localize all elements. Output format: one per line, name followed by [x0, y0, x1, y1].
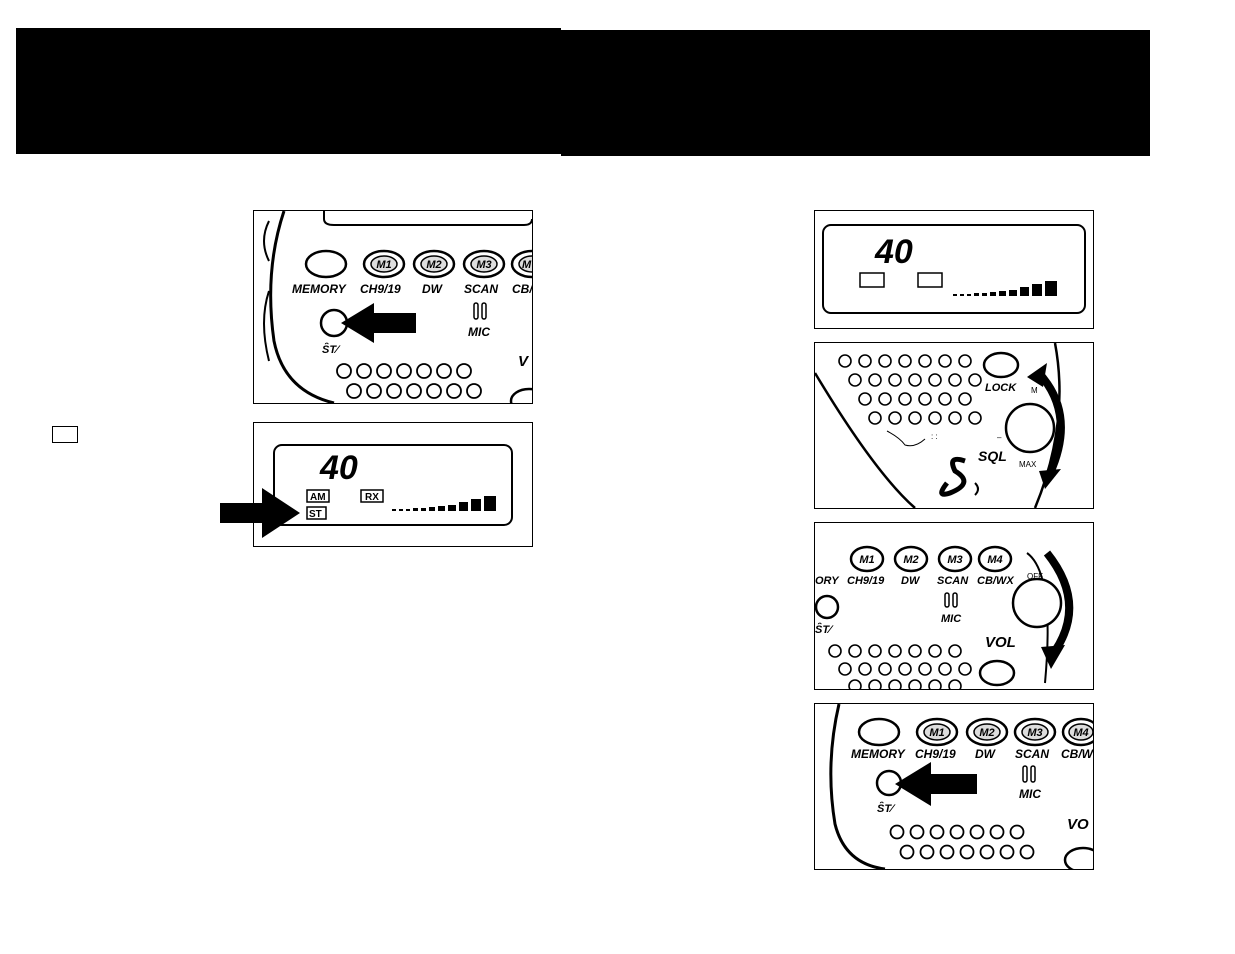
- lcd-channel-r: 40: [874, 233, 913, 271]
- lcd-empty-tag-2: [917, 272, 943, 288]
- m3-key-label-r: M3: [947, 554, 962, 566]
- cbw-label-r4: CB/W: [1061, 747, 1093, 761]
- svg-text:: :: : :: [931, 432, 938, 441]
- figure-st-button: M1 M2 M3 M MEMORY CH9/19 DW SCAN CB/ S̑T…: [253, 210, 533, 404]
- m2-key-label-r: M2: [903, 554, 918, 566]
- signal-meter-icon: [953, 281, 1057, 296]
- dw-label-r: DW: [901, 575, 921, 587]
- checkbox-square: [52, 426, 78, 443]
- vol-label: VOL: [985, 634, 1016, 651]
- ch919-label: CH9/19: [360, 282, 401, 296]
- mic-label-r: MIC: [941, 613, 962, 625]
- rotate-arrow-icon: [1043, 550, 1074, 654]
- svg-text:–: –: [997, 433, 1002, 442]
- m2-key-label-r4: M2: [979, 727, 994, 739]
- memory-partial-label: ORY: [815, 575, 840, 587]
- mic-label-r4: MIC: [1019, 787, 1041, 801]
- scan-label-r: SCAN: [937, 575, 969, 587]
- ch919-label-r4: CH9/19: [915, 747, 956, 761]
- cbwx-label: CB/WX: [977, 575, 1014, 587]
- arrow-left-icon: [895, 762, 977, 806]
- m1-key-label-r: M1: [859, 554, 874, 566]
- dw-label: DW: [422, 282, 444, 296]
- svg-text:S̑T∕: S̑T∕: [815, 623, 834, 636]
- m3-key-label-r4: M3: [1027, 727, 1042, 739]
- sql-label: SQL: [978, 448, 1007, 464]
- dial-m-label: M: [1031, 386, 1038, 395]
- dial-off-label: OFF: [1027, 572, 1043, 581]
- figure-volume-knob: M1 M2 M3 M4 ORY CH9/19 DW SCAN CB/WX S̑T…: [814, 522, 1094, 690]
- lcd-st-tag: ST: [309, 509, 322, 520]
- figure-lcd-st: 40 AM RX ST: [253, 422, 533, 547]
- m4-key-label-r: M4: [987, 554, 1002, 566]
- figure-st-button-right: M1 M2 M3 M4 MEMORY CH9/19 DW SCAN CB/W S…: [814, 703, 1094, 870]
- m4-key-label-r4: M4: [1073, 727, 1088, 739]
- lcd-channel: 40: [319, 449, 358, 487]
- arrow-left-icon: [341, 303, 416, 343]
- lcd-rx-tag: RX: [365, 492, 379, 503]
- dial-max-label: MAX: [1019, 460, 1037, 469]
- lock-label: LOCK: [985, 382, 1017, 394]
- ch919-label-r: CH9/19: [847, 575, 885, 587]
- header-bar-left: [16, 28, 561, 154]
- vol-label-partial-r4: VO: [1067, 816, 1089, 833]
- lock-key-icon: [982, 351, 1020, 379]
- mic-label: MIC: [468, 325, 490, 339]
- signal-meter-icon: [392, 496, 496, 511]
- figure-lcd: 40: [814, 210, 1094, 329]
- vol-label-partial: V: [518, 353, 530, 370]
- m1-key-label-r4: M1: [929, 727, 944, 739]
- cb-label: CB/: [512, 282, 532, 296]
- memory-label-r4: MEMORY: [851, 747, 906, 761]
- m4-key-label: M: [522, 259, 532, 271]
- svg-text:S̑T∕: S̑T∕: [877, 802, 896, 815]
- arrow-right-icon: [220, 488, 300, 538]
- scan-label: SCAN: [464, 282, 498, 296]
- figure-squelch-knob: LOCK : : – M MAX SQL: [814, 342, 1094, 509]
- cobra-logo-icon: [939, 456, 967, 497]
- scan-label-r4: SCAN: [1015, 747, 1049, 761]
- lcd-am-tag: AM: [310, 492, 326, 503]
- rotate-arrow-icon: [1034, 368, 1065, 475]
- m2-key-label: M2: [426, 259, 441, 271]
- lcd-empty-tag-1: [859, 272, 885, 288]
- dw-label-r4: DW: [975, 747, 997, 761]
- m1-key-label: M1: [376, 259, 391, 271]
- memory-label: MEMORY: [292, 282, 347, 296]
- header-bar-right: [561, 30, 1150, 156]
- m3-key-label: M3: [476, 259, 491, 271]
- st-symbol: S̑T∕: [322, 343, 341, 356]
- memory-key-icon: [304, 249, 348, 279]
